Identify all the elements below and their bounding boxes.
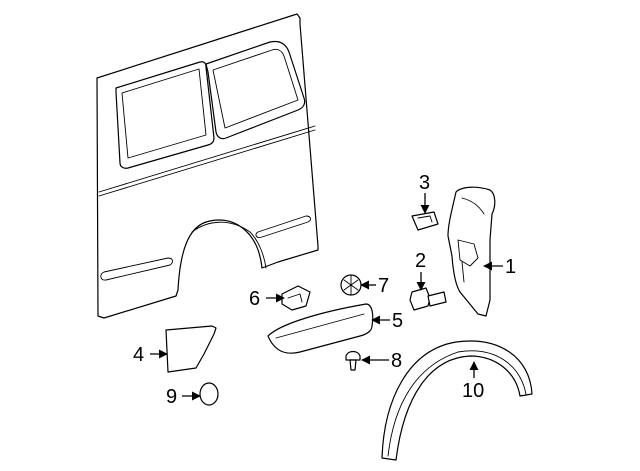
callout-4: 4 (133, 344, 144, 366)
part-6-retainer (281, 285, 311, 311)
part-4-molding (165, 325, 217, 373)
part-8-push-pin (345, 350, 361, 371)
part-3-clip (411, 211, 439, 231)
callouts: 1 2 3 4 5 6 7 8 9 10 (133, 172, 516, 408)
part-9-plug (199, 382, 219, 406)
callout-5: 5 (392, 310, 403, 332)
part-1-splash-shield (447, 186, 496, 317)
callout-9: 9 (166, 386, 177, 408)
callout-3: 3 (419, 172, 430, 194)
part-2-bolt (409, 287, 447, 311)
callout-10: 10 (462, 380, 484, 402)
callout-6: 6 (249, 288, 260, 310)
part-7-grommet (340, 274, 362, 296)
side-panel (96, 13, 319, 319)
part-5-molding (267, 303, 374, 354)
callout-1: 1 (505, 256, 516, 278)
callout-8: 8 (391, 350, 402, 372)
callout-2: 2 (415, 250, 426, 272)
callout-7: 7 (378, 275, 389, 297)
leader-lines (150, 193, 503, 401)
part-10-wheel-flare (381, 340, 533, 461)
